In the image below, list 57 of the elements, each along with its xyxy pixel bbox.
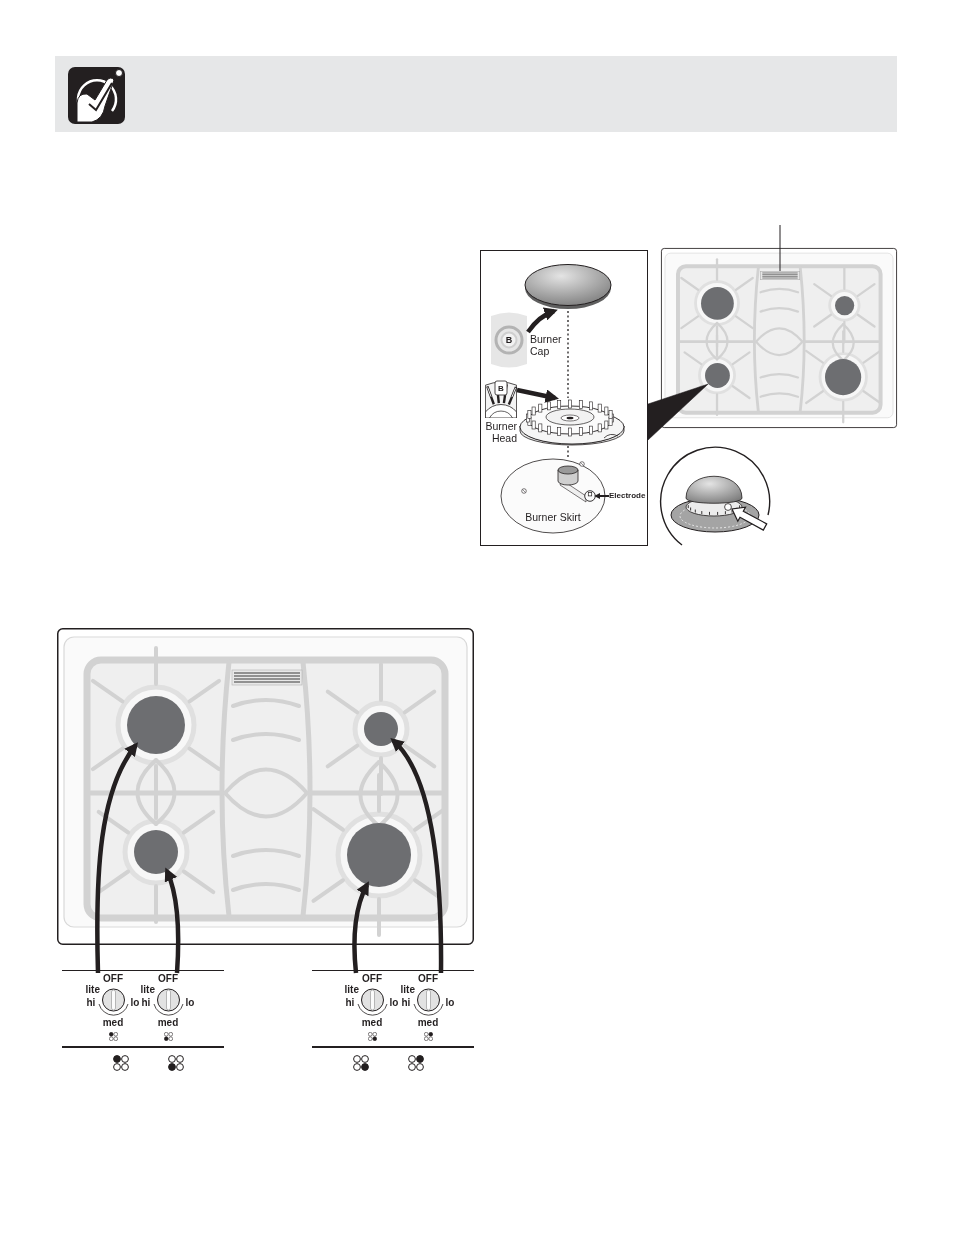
burner-skirt xyxy=(500,458,606,534)
dial-label: lite xyxy=(140,984,155,996)
dial-label: hi xyxy=(141,997,151,1009)
marking-letter: B xyxy=(498,383,504,393)
leader-line xyxy=(779,224,781,272)
control-knob xyxy=(85,973,141,1029)
dial-label: OFF xyxy=(362,973,382,985)
marking-letter: B xyxy=(505,334,513,346)
dial-label: med xyxy=(102,1017,124,1029)
burner xyxy=(347,823,411,887)
dial-label: lo xyxy=(389,997,399,1009)
arrow xyxy=(352,881,369,974)
control-knob xyxy=(140,973,196,1029)
burner xyxy=(834,295,854,315)
detail-panel xyxy=(480,250,648,546)
control-knob xyxy=(344,973,400,1029)
dial-label: med xyxy=(361,1017,383,1029)
callout-wedge xyxy=(647,383,709,441)
arrow xyxy=(516,387,559,403)
control-knob xyxy=(400,973,456,1029)
dial-label: OFF xyxy=(158,973,178,985)
arrow xyxy=(95,742,138,974)
burner xyxy=(364,712,398,746)
dial-label: lite xyxy=(400,984,415,996)
burner xyxy=(127,696,185,754)
vent-grille xyxy=(760,271,800,280)
dial-label: lite xyxy=(344,984,359,996)
alignment-line xyxy=(567,445,569,459)
part-label: Burner Head xyxy=(484,420,517,445)
arrow xyxy=(164,867,181,974)
dial-label: hi xyxy=(401,997,411,1009)
arrow xyxy=(390,737,444,973)
part-label: Electrode xyxy=(609,490,646,502)
electrode xyxy=(724,503,732,511)
alignment-line xyxy=(567,310,569,399)
burner xyxy=(134,830,178,874)
dial-label: med xyxy=(157,1017,179,1029)
dial-label: med xyxy=(417,1017,439,1029)
dial-label: lo xyxy=(185,997,195,1009)
dial-label: OFF xyxy=(103,973,123,985)
cap-marking-inset xyxy=(490,310,528,370)
dial-label: OFF xyxy=(418,973,438,985)
part-label: Burner Skirt xyxy=(525,510,581,524)
leader-arrow xyxy=(594,493,610,499)
dial-label: hi xyxy=(345,997,355,1009)
burner-cap xyxy=(524,263,612,311)
electrode xyxy=(584,490,596,502)
dial-label: lite xyxy=(85,984,100,996)
burner xyxy=(825,358,862,395)
burner xyxy=(704,362,730,388)
burner xyxy=(700,286,734,320)
dial-label: lo xyxy=(130,997,140,1009)
dial-label: lo xyxy=(445,997,455,1009)
part-label: Burner Cap xyxy=(530,333,563,358)
burner-head xyxy=(518,398,626,446)
dial-label: hi xyxy=(86,997,96,1009)
pointer-arrow xyxy=(731,506,768,531)
